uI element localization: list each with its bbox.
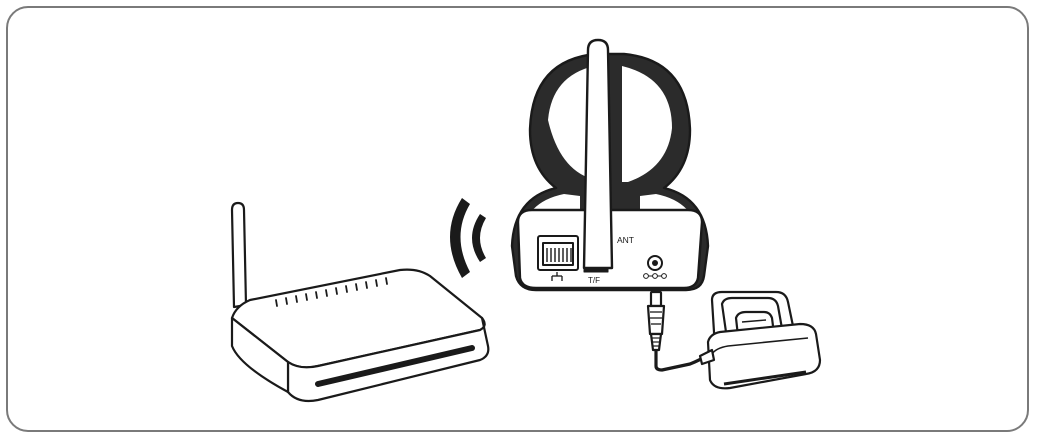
lan-icon [551, 272, 563, 281]
card-slot [583, 267, 609, 273]
card-slot-label: T/F [588, 276, 600, 285]
power-cord [654, 350, 707, 372]
wireless-router [230, 201, 490, 403]
router-antenna [230, 201, 248, 309]
ethernet-port [537, 235, 579, 271]
dc-plug-tip [649, 290, 663, 308]
antenna-port-label: ANT [617, 235, 634, 245]
diagram-frame [6, 6, 1029, 432]
power-adapter [698, 290, 822, 390]
ip-camera [510, 38, 710, 292]
router-status-leds [275, 277, 388, 307]
router-front-slot [315, 345, 475, 387]
power-cable [646, 290, 707, 372]
router-side [230, 316, 290, 394]
wifi-signal-icon [450, 198, 486, 278]
dc-power-jack [647, 255, 663, 271]
camera-antenna [582, 38, 614, 270]
dc-plug-grip [646, 304, 666, 336]
polarity-icon [643, 273, 667, 279]
